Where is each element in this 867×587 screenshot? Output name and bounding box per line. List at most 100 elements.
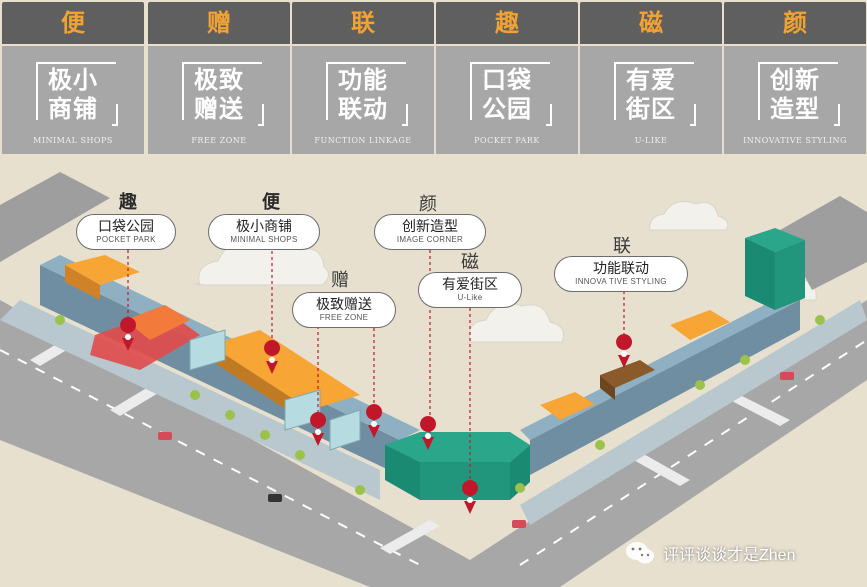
card-u-like: 磁 有爱街区 U-LIKE: [580, 2, 722, 154]
callout-en: MINIMAL SHOPS: [230, 235, 298, 244]
card-title: 有爱街区: [580, 66, 722, 124]
card-char-box: 便: [2, 2, 144, 44]
card-title-line1: 功能: [338, 67, 388, 94]
card-title: 创新造型: [724, 66, 866, 124]
bracket-decoration: [326, 62, 406, 120]
card-function-linkage: 联 功能联动 FUNCTION LINKAGE: [292, 2, 434, 154]
card-en-label: INNOVATIVE STYLING: [743, 136, 847, 145]
callout-en: POCKET PARK: [96, 235, 156, 244]
cloud: [468, 303, 564, 343]
card-char: 趣: [495, 8, 519, 37]
callout-en: INNOVA TIVE STYLING: [575, 277, 667, 286]
pocket-park-deck: [125, 305, 190, 340]
watermark-text: 评评谈谈才是Zhen: [663, 547, 796, 564]
card-body: 创新造型 INNOVATIVE STYLING: [724, 46, 866, 154]
bracket-decoration: [614, 62, 694, 120]
card-title-line2: 造型: [770, 96, 820, 123]
card-char: 便: [61, 8, 85, 37]
cars: [158, 372, 794, 528]
card-char-box: 磁: [580, 2, 722, 44]
header-strip: 便 极小商铺 MINIMAL SHOPS 赠 极致赠送 FREE ZONE 联 …: [0, 0, 867, 160]
card-char: 颜: [783, 8, 807, 37]
zone-char-ci: 磁: [461, 252, 479, 273]
zone-char-zeng: 赠: [331, 270, 349, 291]
roof-orange-right2: [540, 392, 595, 420]
bracket-decoration: [546, 104, 552, 126]
card-en-label: FUNCTION LINKAGE: [314, 136, 412, 145]
bracket-decoration: [690, 104, 696, 126]
card-body: 极小商铺 MINIMAL SHOPS: [2, 46, 144, 154]
central-teal-front2: [420, 462, 510, 500]
zone-char-bian: 便: [262, 192, 280, 213]
card-free-zone: 赠 极致赠送 FREE ZONE: [148, 2, 290, 154]
card-title-line2: 公园: [482, 96, 532, 123]
wechat-icon: [626, 542, 654, 564]
watermark: 评评谈谈才是Zhen: [625, 538, 795, 568]
bracket-decoration: [758, 62, 838, 120]
card-char-box: 联: [292, 2, 434, 44]
clouds: [195, 201, 817, 343]
card-title: 极小商铺: [2, 66, 144, 124]
card-char-box: 颜: [724, 2, 866, 44]
card-char: 磁: [639, 8, 663, 37]
callout-cn: 功能联动: [593, 260, 649, 276]
marker-pin: [264, 340, 281, 374]
card-body: 有爱街区 U-LIKE: [580, 46, 722, 154]
card-title-line1: 口袋: [482, 67, 532, 94]
card-body: 极致赠送 FREE ZONE: [148, 46, 290, 154]
callout-minimal-shops: 极小商铺 MINIMAL SHOPS: [208, 214, 320, 250]
roof-orange-right: [670, 310, 730, 340]
card-title-line1: 极致: [194, 67, 244, 94]
callout-cn: 极致赠送: [316, 296, 372, 312]
marker-pin: [616, 334, 633, 368]
central-teal-front: [385, 445, 420, 500]
block-right-base: [530, 300, 800, 475]
callout-en: IMAGE CORNER: [396, 235, 464, 244]
marker-pin: [420, 416, 437, 450]
marker-pin: [462, 480, 479, 514]
zone-char-yan: 颜: [419, 194, 437, 215]
card-title: 功能联动: [292, 66, 434, 124]
tower-teal-left: [745, 238, 775, 310]
card-body: 口袋公园 POCKET PARK: [436, 46, 578, 154]
roof-orange: [65, 255, 140, 285]
card-title-line2: 赠送: [194, 96, 244, 123]
bracket-decoration: [470, 62, 550, 120]
markers: [120, 317, 633, 514]
bracket-decoration: [112, 104, 118, 126]
roof-orange-minimal-shops: [210, 330, 360, 410]
callout-cn: 创新造型: [402, 218, 458, 234]
card-en-label: U-LIKE: [634, 136, 668, 145]
card-char-box: 赠: [148, 2, 290, 44]
trees: [55, 315, 825, 495]
callout-pocket-park: 口袋公园 POCKET PARK: [76, 214, 176, 250]
callout-free-zone: 极致赠送 FREE ZONE: [292, 292, 396, 328]
road-top-left: [0, 172, 110, 262]
bracket-decoration: [36, 62, 116, 120]
card-char-box: 趣: [436, 2, 578, 44]
bracket-decoration: [258, 104, 264, 126]
card-char: 赠: [207, 8, 231, 37]
callout-innova: 功能联动 INNOVA TIVE STYLING: [554, 256, 688, 292]
callout-cn: 有爱街区: [442, 276, 498, 292]
card-body: 功能联动 FUNCTION LINKAGE: [292, 46, 434, 154]
callout-image-corner: 创新造型 IMAGE CORNER: [374, 214, 486, 250]
bracket-decoration: [182, 62, 262, 120]
brown-box-side: [600, 375, 615, 400]
card-title: 极致赠送: [148, 66, 290, 124]
card-title: 口袋公园: [436, 66, 578, 124]
card-en-label: FREE ZONE: [191, 136, 247, 145]
road-lines: [0, 339, 867, 566]
bracket-decoration: [834, 104, 840, 126]
card-title-line1: 极小: [48, 67, 98, 94]
card-en-label: MINIMAL SHOPS: [33, 136, 113, 145]
callout-u-like: 有爱街区 U-Like: [418, 272, 522, 308]
marker-pin: [310, 412, 327, 446]
tower-teal-right: [775, 240, 805, 310]
zone-char-qu: 趣: [119, 192, 137, 213]
card-char: 联: [351, 8, 375, 37]
central-teal-top: [385, 432, 530, 462]
callout-cn: 极小商铺: [236, 218, 292, 234]
roof-orange-side: [65, 265, 100, 300]
card-minimal-shops: 便 极小商铺 MINIMAL SHOPS: [2, 2, 144, 154]
